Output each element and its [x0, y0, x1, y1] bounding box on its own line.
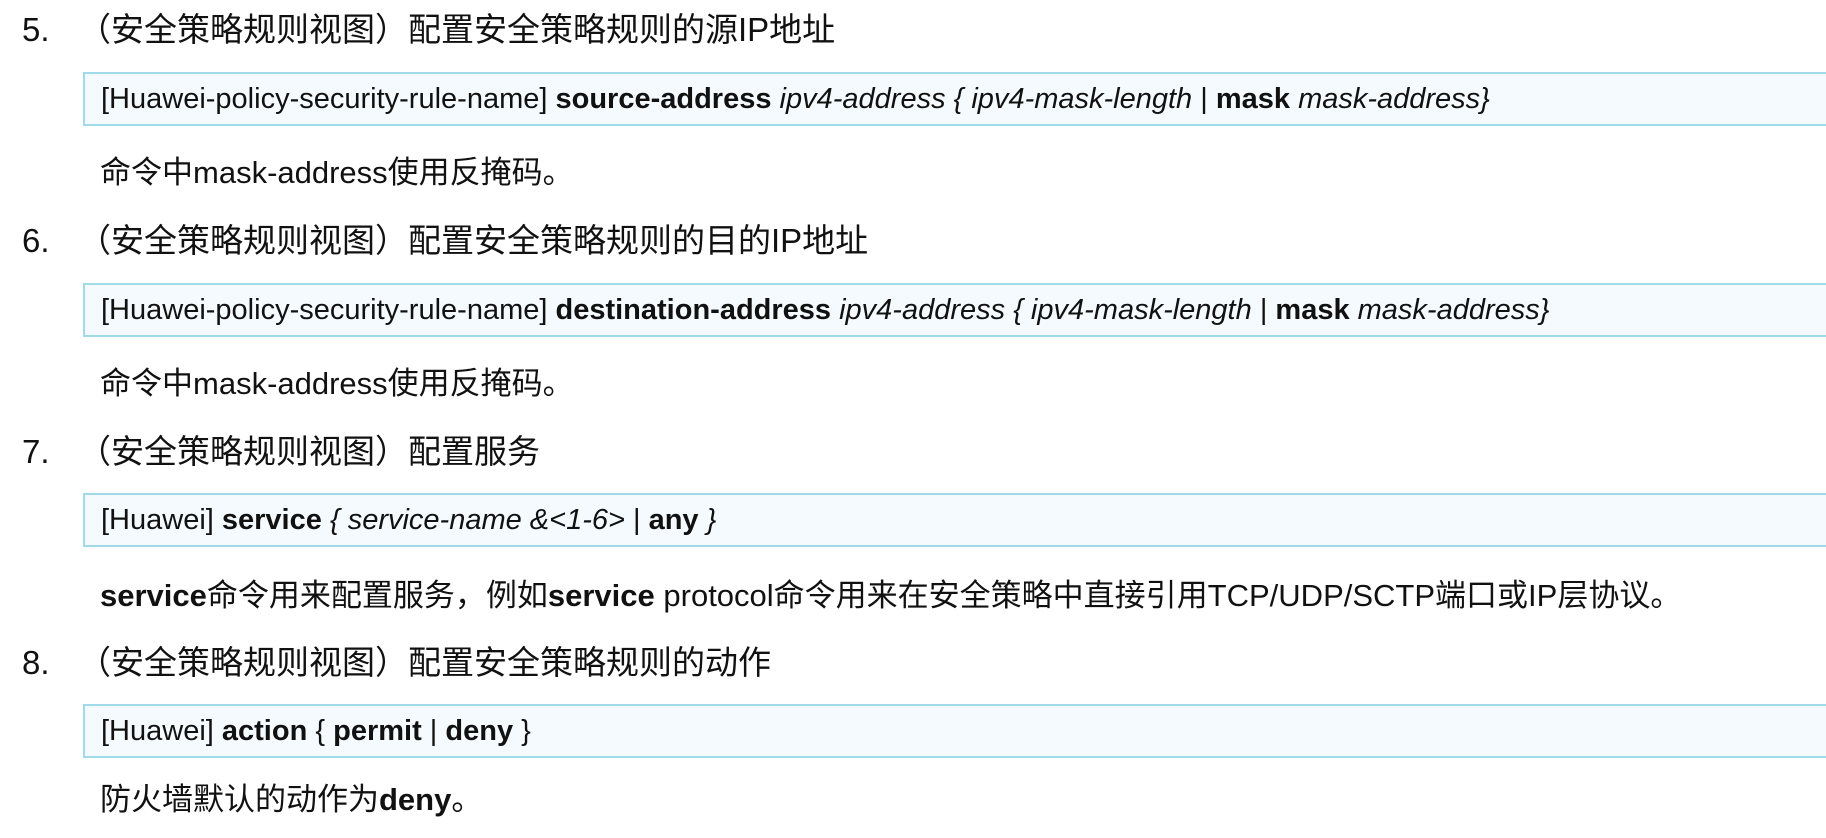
command-keyword-2: any [648, 504, 699, 536]
command-args-2: mask-address} [1290, 83, 1490, 115]
command-args-2: } [513, 715, 531, 747]
step-note: 命令中mask-address使用反掩码。 [100, 364, 574, 404]
command-keyword: source-address [555, 83, 772, 115]
note-keyword: deny [379, 782, 452, 817]
command-keyword: action [221, 715, 308, 747]
step-heading: 5. （安全策略规则视图）配置安全策略规则的源IP地址 [22, 10, 835, 50]
command-keyword-2: mask [1275, 294, 1350, 326]
command-prefix: [Huawei] [101, 715, 222, 747]
command-box: [Huawei-policy-security-rule-name] desti… [83, 283, 1826, 337]
command-box: [Huawei-policy-security-rule-name] sourc… [83, 72, 1826, 126]
command-prefix: [Huawei-policy-security-rule-name] [101, 83, 556, 115]
step-note: 防火墙默认的动作为deny。 [100, 780, 482, 820]
step-number: 6. [22, 222, 50, 259]
note-keyword-2: service [547, 578, 655, 613]
step-note: service命令用来配置服务，例如service protocol命令用来在安… [100, 576, 1681, 616]
command-keyword-2: mask [1215, 83, 1291, 115]
command-args-2: } [698, 504, 717, 536]
note-text: 防火墙默认的动作为 [100, 782, 379, 817]
step-number: 5. [22, 11, 50, 48]
command-keyword-3: deny [445, 715, 514, 747]
step-note: 命令中mask-address使用反掩码。 [100, 153, 574, 193]
command-separator: | [421, 715, 446, 747]
command-args-2: mask-address} [1349, 294, 1550, 326]
note-text-2: protocol命令用来在安全策略中直接引用TCP/UDP/SCTP端口或IP层… [654, 578, 1682, 613]
step-title: （安全策略规则视图）配置安全策略规则的源IP地址 [78, 11, 836, 48]
command-separator: | [1259, 294, 1276, 326]
command-args: { service-name &<1-6> [321, 504, 633, 536]
command-separator: | [633, 504, 649, 536]
command-separator: | [1200, 83, 1216, 115]
note-text: 命令用来配置服务，例如 [206, 578, 548, 613]
command-args: ipv4-address { ipv4-mask-length [771, 83, 1201, 115]
command-box: [Huawei] service { service-name &<1-6> |… [83, 493, 1826, 547]
step-number: 8. [22, 644, 50, 681]
command-keyword: service [221, 504, 322, 536]
command-keyword: destination-address [555, 294, 832, 326]
step-number: 7. [22, 433, 50, 470]
command-prefix: [Huawei-policy-security-rule-name] [101, 294, 556, 326]
step-heading: 7. （安全策略规则视图）配置服务 [22, 432, 540, 472]
step-heading: 8. （安全策略规则视图）配置安全策略规则的动作 [22, 643, 771, 683]
step-title: （安全策略规则视图）配置安全策略规则的动作 [78, 644, 771, 681]
note-text: 命令中mask-address使用反掩码。 [100, 155, 574, 190]
step-title: （安全策略规则视图）配置安全策略规则的目的IP地址 [78, 222, 869, 259]
step-title: （安全策略规则视图）配置服务 [78, 433, 540, 470]
note-text-2: 。 [451, 782, 483, 817]
step-heading: 6. （安全策略规则视图）配置安全策略规则的目的IP地址 [22, 221, 868, 261]
command-args: { [307, 715, 334, 747]
note-text: 命令中mask-address使用反掩码。 [100, 366, 574, 401]
note-keyword: service [100, 578, 207, 613]
command-box: [Huawei] action { permit | deny } [83, 704, 1826, 758]
command-prefix: [Huawei] [101, 504, 222, 536]
command-keyword-2: permit [333, 715, 422, 747]
command-args: ipv4-address { ipv4-mask-length [831, 294, 1260, 326]
